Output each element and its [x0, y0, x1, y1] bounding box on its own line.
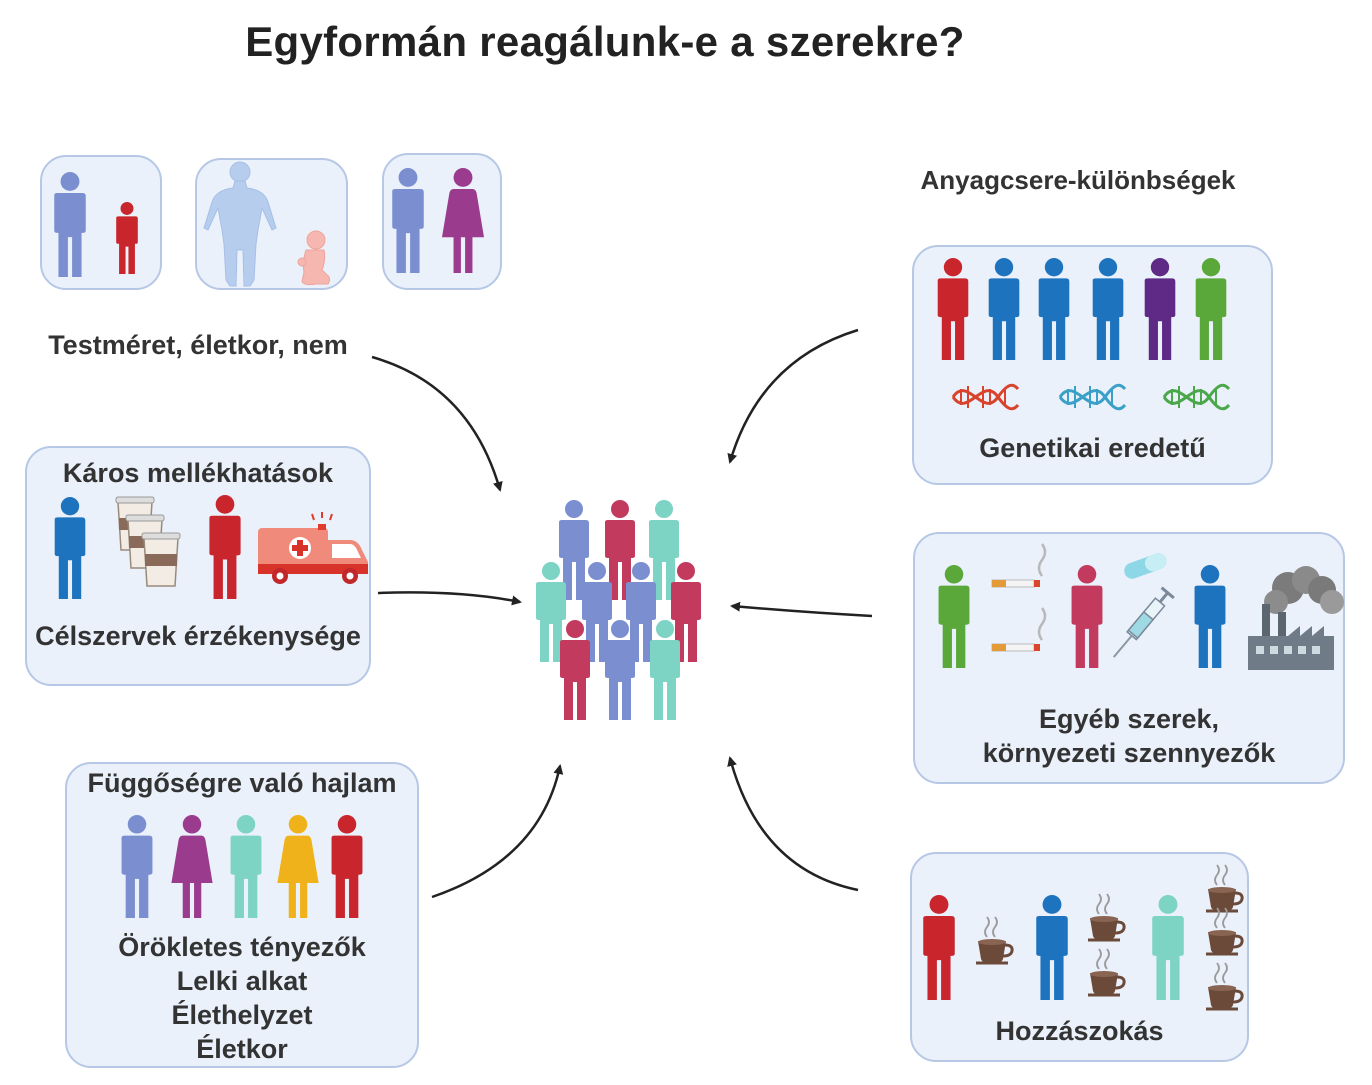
- dna-icon: [951, 383, 1020, 411]
- person-icon: [1036, 895, 1068, 1000]
- crowd-icon: [536, 500, 701, 720]
- person-icon: [938, 565, 970, 668]
- coffee-cup-icon: [1086, 892, 1126, 942]
- coffee-cup-icon: [115, 496, 181, 587]
- person-icon: [54, 497, 86, 599]
- woman-icon: [171, 815, 213, 918]
- cigarette-icon: [990, 542, 1047, 589]
- child-icon: [116, 202, 138, 274]
- other-line-2: környezeti szennyezők: [982, 738, 1276, 768]
- person-icon: [1152, 895, 1184, 1000]
- coffee-cup-icon: [1204, 906, 1244, 956]
- person-icon: [923, 895, 955, 1000]
- coffee-cup-icon: [1204, 961, 1244, 1011]
- person-icon: [1195, 258, 1227, 360]
- body-size-label: Testméret, életkor, nem: [48, 330, 348, 360]
- addiction-heading: Függőségre való hajlam: [87, 768, 397, 798]
- person-icon: [392, 168, 424, 273]
- person-icon: [331, 815, 363, 918]
- baby-icon: [297, 230, 331, 286]
- cigarette-icon: [990, 606, 1047, 653]
- genetic-footer: Genetikai eredetű: [979, 433, 1206, 463]
- habituation-footer: Hozzászokás: [995, 1016, 1164, 1046]
- person-icon: [1038, 258, 1070, 360]
- person-icon: [121, 815, 153, 918]
- addiction-line-3: Élethelyzet: [171, 1000, 313, 1030]
- addiction-line-2: Lelki alkat: [176, 966, 308, 996]
- person-icon: [230, 815, 262, 918]
- arrow-icon: [371, 328, 873, 899]
- person-icon: [1092, 258, 1124, 360]
- coffee-cup-icon: [1204, 863, 1244, 913]
- page-title: Egyformán reagálunk-e a szerekre?: [245, 18, 965, 65]
- woman-icon: [277, 815, 319, 918]
- person-icon: [54, 172, 86, 277]
- person-icon: [209, 495, 241, 599]
- coffee-cup-icon: [974, 915, 1014, 965]
- panel-habituation: [910, 852, 1249, 1062]
- dna-icon: [1058, 383, 1127, 411]
- dna-icon: [1162, 383, 1231, 411]
- person-icon: [937, 258, 969, 360]
- coffee-cup-icon: [1086, 947, 1126, 997]
- syringe-icon: [1112, 586, 1175, 658]
- adverse-heading: Káros mellékhatások: [62, 458, 334, 488]
- person-icon: [1194, 565, 1226, 668]
- pill-icon: [1124, 553, 1167, 579]
- addiction-line-4: Életkor: [196, 1034, 288, 1064]
- person-icon: [988, 258, 1020, 360]
- woman-icon: [442, 168, 484, 273]
- adverse-footer: Célszervek érzékenysége: [35, 621, 361, 651]
- metabolism-heading: Anyagcsere-különbségek: [920, 165, 1236, 195]
- body-silhouette-icon: [203, 161, 277, 287]
- person-icon: [1144, 258, 1176, 360]
- addiction-line-1: Örökletes tényezők: [118, 932, 366, 962]
- other-line-1: Egyéb szerek,: [1038, 704, 1220, 734]
- ambulance-icon: [258, 512, 368, 584]
- person-icon: [1071, 565, 1103, 668]
- factory-icon: [1248, 566, 1344, 670]
